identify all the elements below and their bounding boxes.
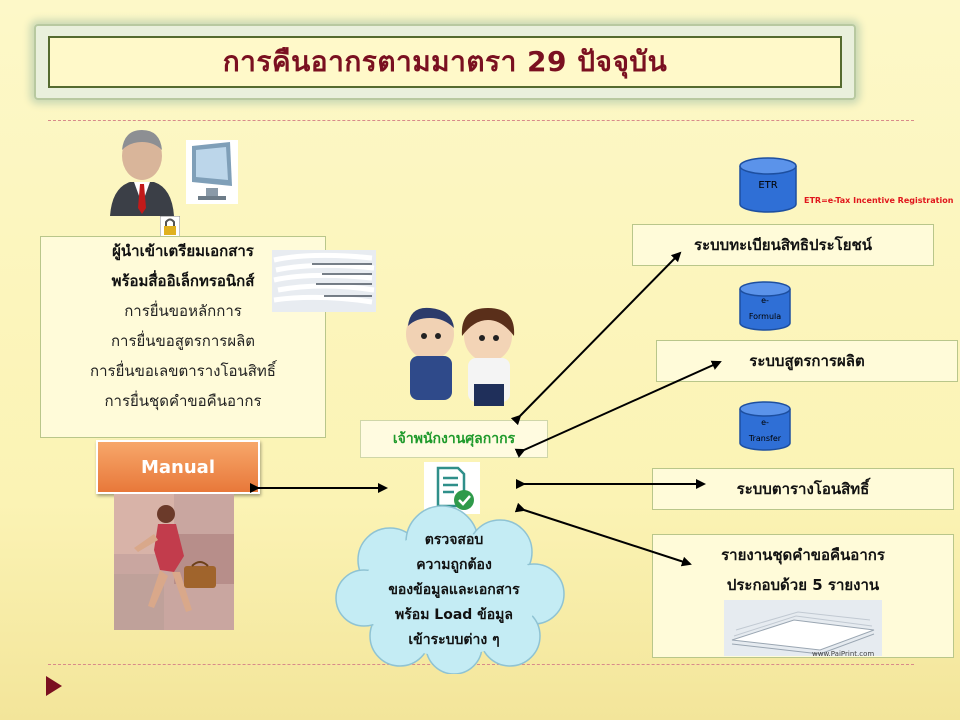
database-icon bbox=[739, 401, 791, 451]
importer-item: การยื่นขอหลักการ bbox=[124, 302, 242, 320]
papers-icon bbox=[272, 250, 376, 312]
page-title: การคืนอากรตามมาตรา 29 ปัจจุบัน bbox=[222, 45, 668, 78]
importer-text: ผู้นำเข้าเตรียมเอกสาร พร้อมสื่ออิเล็กทรอ… bbox=[40, 236, 326, 416]
cloud-line: ของข้อมูลและเอกสาร bbox=[388, 582, 520, 598]
cloud-text: ตรวจสอบ ความถูกต้อง ของข้อมูลและเอกสาร พ… bbox=[360, 528, 548, 653]
cloud-line: เข้าระบบต่าง ๆ bbox=[408, 632, 500, 648]
importer-item: การยื่นชุดคำขอคืนอากร bbox=[104, 392, 262, 410]
monitor-icon bbox=[186, 140, 238, 204]
e-formula-db-line2: Formula bbox=[748, 312, 782, 321]
paper-stack-icon bbox=[724, 600, 882, 656]
importer-line-2: พร้อมสื่ออิเล็กทรอนิกส์ bbox=[111, 272, 255, 290]
cloud-line: ตรวจสอบ bbox=[424, 532, 484, 548]
formula-system-box: ระบบสูตรการผลิต bbox=[656, 340, 958, 382]
lock-icon bbox=[160, 216, 180, 238]
e-formula-db-line1: e- bbox=[761, 296, 769, 305]
registration-system-box: ระบบทะเบียนสิทธิประโยชน์ bbox=[632, 224, 934, 266]
e-transfer-db-line1: e- bbox=[761, 418, 769, 427]
cloud-line: ความถูกต้อง bbox=[416, 557, 492, 573]
cloud-shape bbox=[335, 505, 565, 674]
e-transfer-db-line2: Transfer bbox=[748, 434, 782, 443]
title-frame: การคืนอากรตามมาตรา 29 ปัจจุบัน bbox=[34, 24, 856, 100]
database-icon bbox=[739, 157, 797, 213]
play-triangle-icon[interactable] bbox=[46, 676, 62, 696]
transfer-system-label: ระบบตารางโอนสิทธิ์ bbox=[736, 480, 870, 498]
importer-item: การยื่นขอสูตรการผลิต bbox=[110, 332, 256, 350]
title-box: การคืนอากรตามมาตรา 29 ปัจจุบัน bbox=[48, 36, 842, 88]
transfer-system-box: ระบบตารางโอนสิทธิ์ bbox=[652, 468, 954, 510]
businessman-icon bbox=[110, 130, 174, 216]
woman-carrying-bag-icon bbox=[114, 494, 234, 630]
officers-icon bbox=[406, 307, 515, 406]
report-line-2: ประกอบด้วย 5 รายงาน bbox=[726, 576, 880, 594]
cloud-line: พร้อม Load ข้อมูล bbox=[395, 607, 513, 623]
etr-note: ETR=e-Tax Incentive Registration bbox=[804, 196, 954, 205]
top-divider bbox=[48, 120, 914, 121]
officer-label: เจ้าพนักงานศุลกากร bbox=[360, 420, 548, 458]
manual-label: Manual bbox=[96, 440, 260, 494]
document-check-icon bbox=[424, 462, 480, 514]
arrow-to-registration bbox=[510, 251, 682, 426]
paper-watermark: www.PaiPrint.com bbox=[812, 650, 875, 658]
database-icon bbox=[739, 281, 791, 331]
importer-line-1: ผู้นำเข้าเตรียมเอกสาร bbox=[112, 242, 254, 260]
registration-system-label: ระบบทะเบียนสิทธิประโยชน์ bbox=[694, 236, 872, 254]
etr-db-label: ETR bbox=[758, 180, 778, 191]
bottom-divider bbox=[48, 664, 914, 665]
formula-system-label: ระบบสูตรการผลิต bbox=[749, 352, 865, 370]
importer-item: การยื่นขอเลขตารางโอนสิทธิ์ bbox=[90, 362, 276, 380]
report-line-1: รายงานชุดคำขอคืนอากร bbox=[721, 546, 885, 564]
